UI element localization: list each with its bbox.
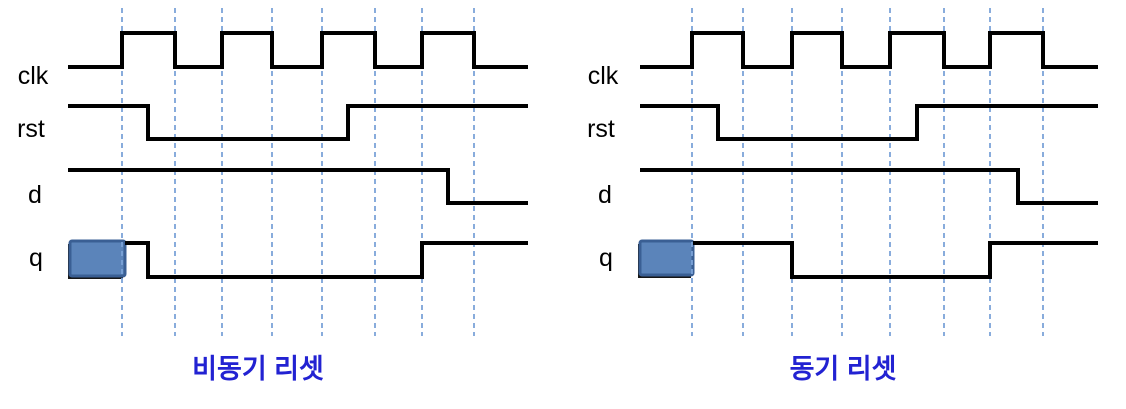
sync-q-waveform	[693, 241, 1098, 279]
async-d-label: d	[28, 181, 42, 209]
async-unknown-state-box	[68, 239, 127, 278]
signal-labels-layer: clk rst d q clk rst d q	[17, 62, 619, 272]
sync-clk-waveform	[640, 31, 1098, 69]
sync-rst-waveform	[640, 104, 1098, 141]
async-d-waveform	[68, 168, 528, 205]
unknown-state-boxes-layer	[68, 239, 695, 279]
caption-async-reset: 비동기 리셋	[192, 354, 324, 384]
sync-unknown-state-box	[638, 239, 695, 277]
sync-clk-label: clk	[588, 62, 619, 90]
sync-d-waveform	[640, 168, 1098, 205]
async-q-waveform	[125, 241, 528, 279]
async-q-label: q	[29, 244, 43, 272]
sync-rst-label: rst	[587, 115, 615, 143]
sync-d-label: d	[598, 181, 612, 209]
async-clk-waveform	[68, 31, 528, 69]
async-rst-waveform	[68, 104, 528, 141]
sync-q-label: q	[599, 244, 613, 272]
caption-sync-reset: 동기 리셋	[790, 354, 897, 384]
async-clk-label: clk	[18, 62, 49, 90]
waveforms-layer	[68, 31, 1098, 279]
async-rst-label: rst	[17, 115, 45, 143]
